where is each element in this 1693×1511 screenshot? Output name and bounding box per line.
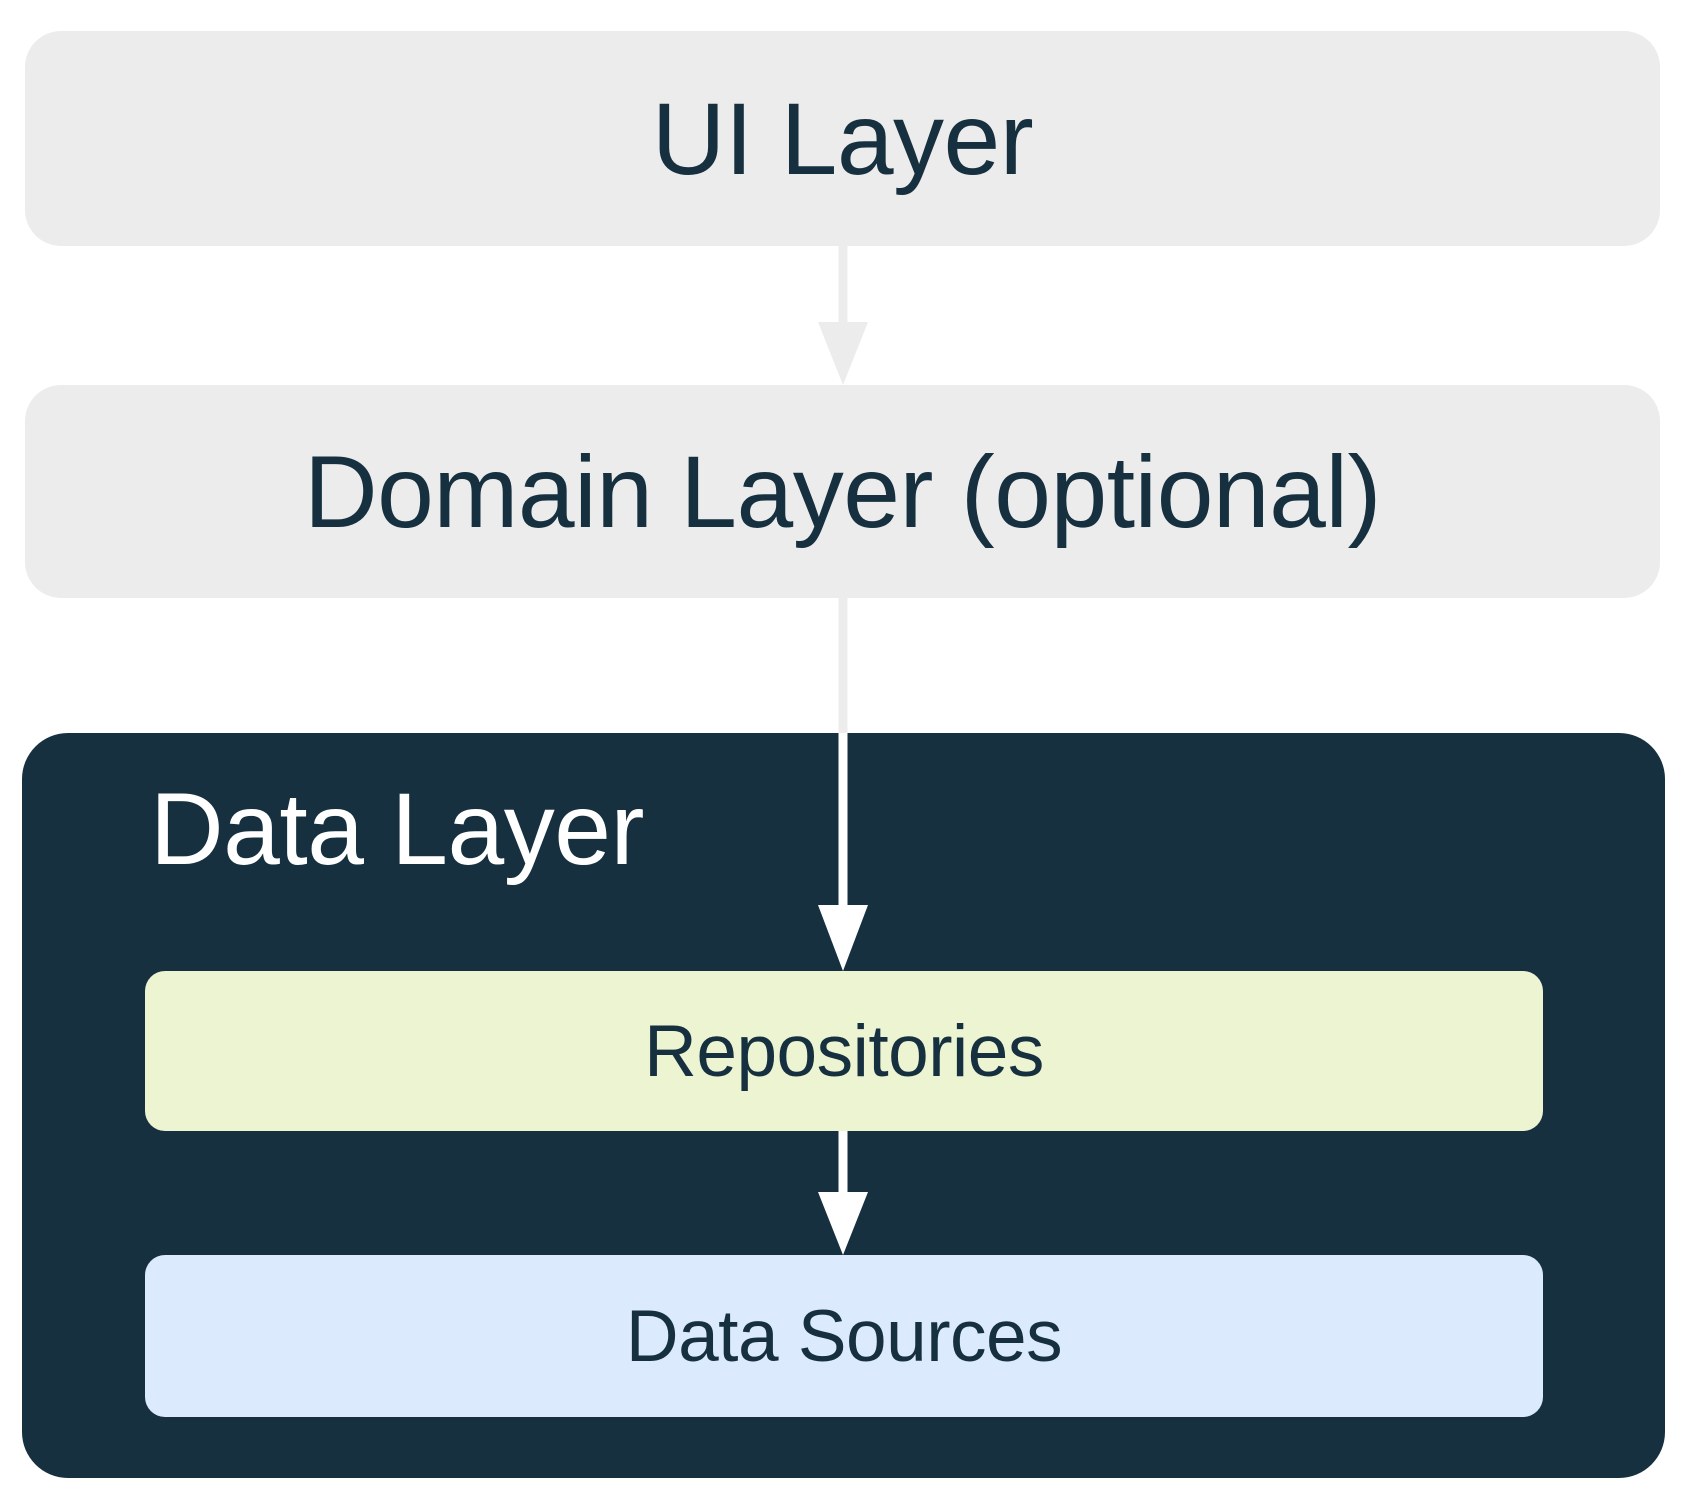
data-sources-box[interactable]: Data Sources [145, 1255, 1543, 1417]
arrow-domain-to-repositories-upper-icon [818, 598, 868, 734]
repositories-label: Repositories [644, 1010, 1044, 1092]
ui-layer-label: UI Layer [651, 81, 1034, 196]
data-sources-label: Data Sources [625, 1295, 1063, 1377]
arrow-ui-to-domain-icon [818, 246, 868, 385]
domain-layer-box[interactable]: Domain Layer (optional) [25, 385, 1660, 598]
arrow-shaft [838, 598, 848, 734]
data-layer-label: Data Layer [150, 772, 644, 886]
domain-layer-label: Domain Layer (optional) [303, 434, 1382, 549]
arrow-shaft [838, 246, 848, 325]
arrow-head [818, 322, 868, 385]
ui-layer-box[interactable]: UI Layer [25, 31, 1660, 246]
repositories-box[interactable]: Repositories [145, 971, 1543, 1131]
